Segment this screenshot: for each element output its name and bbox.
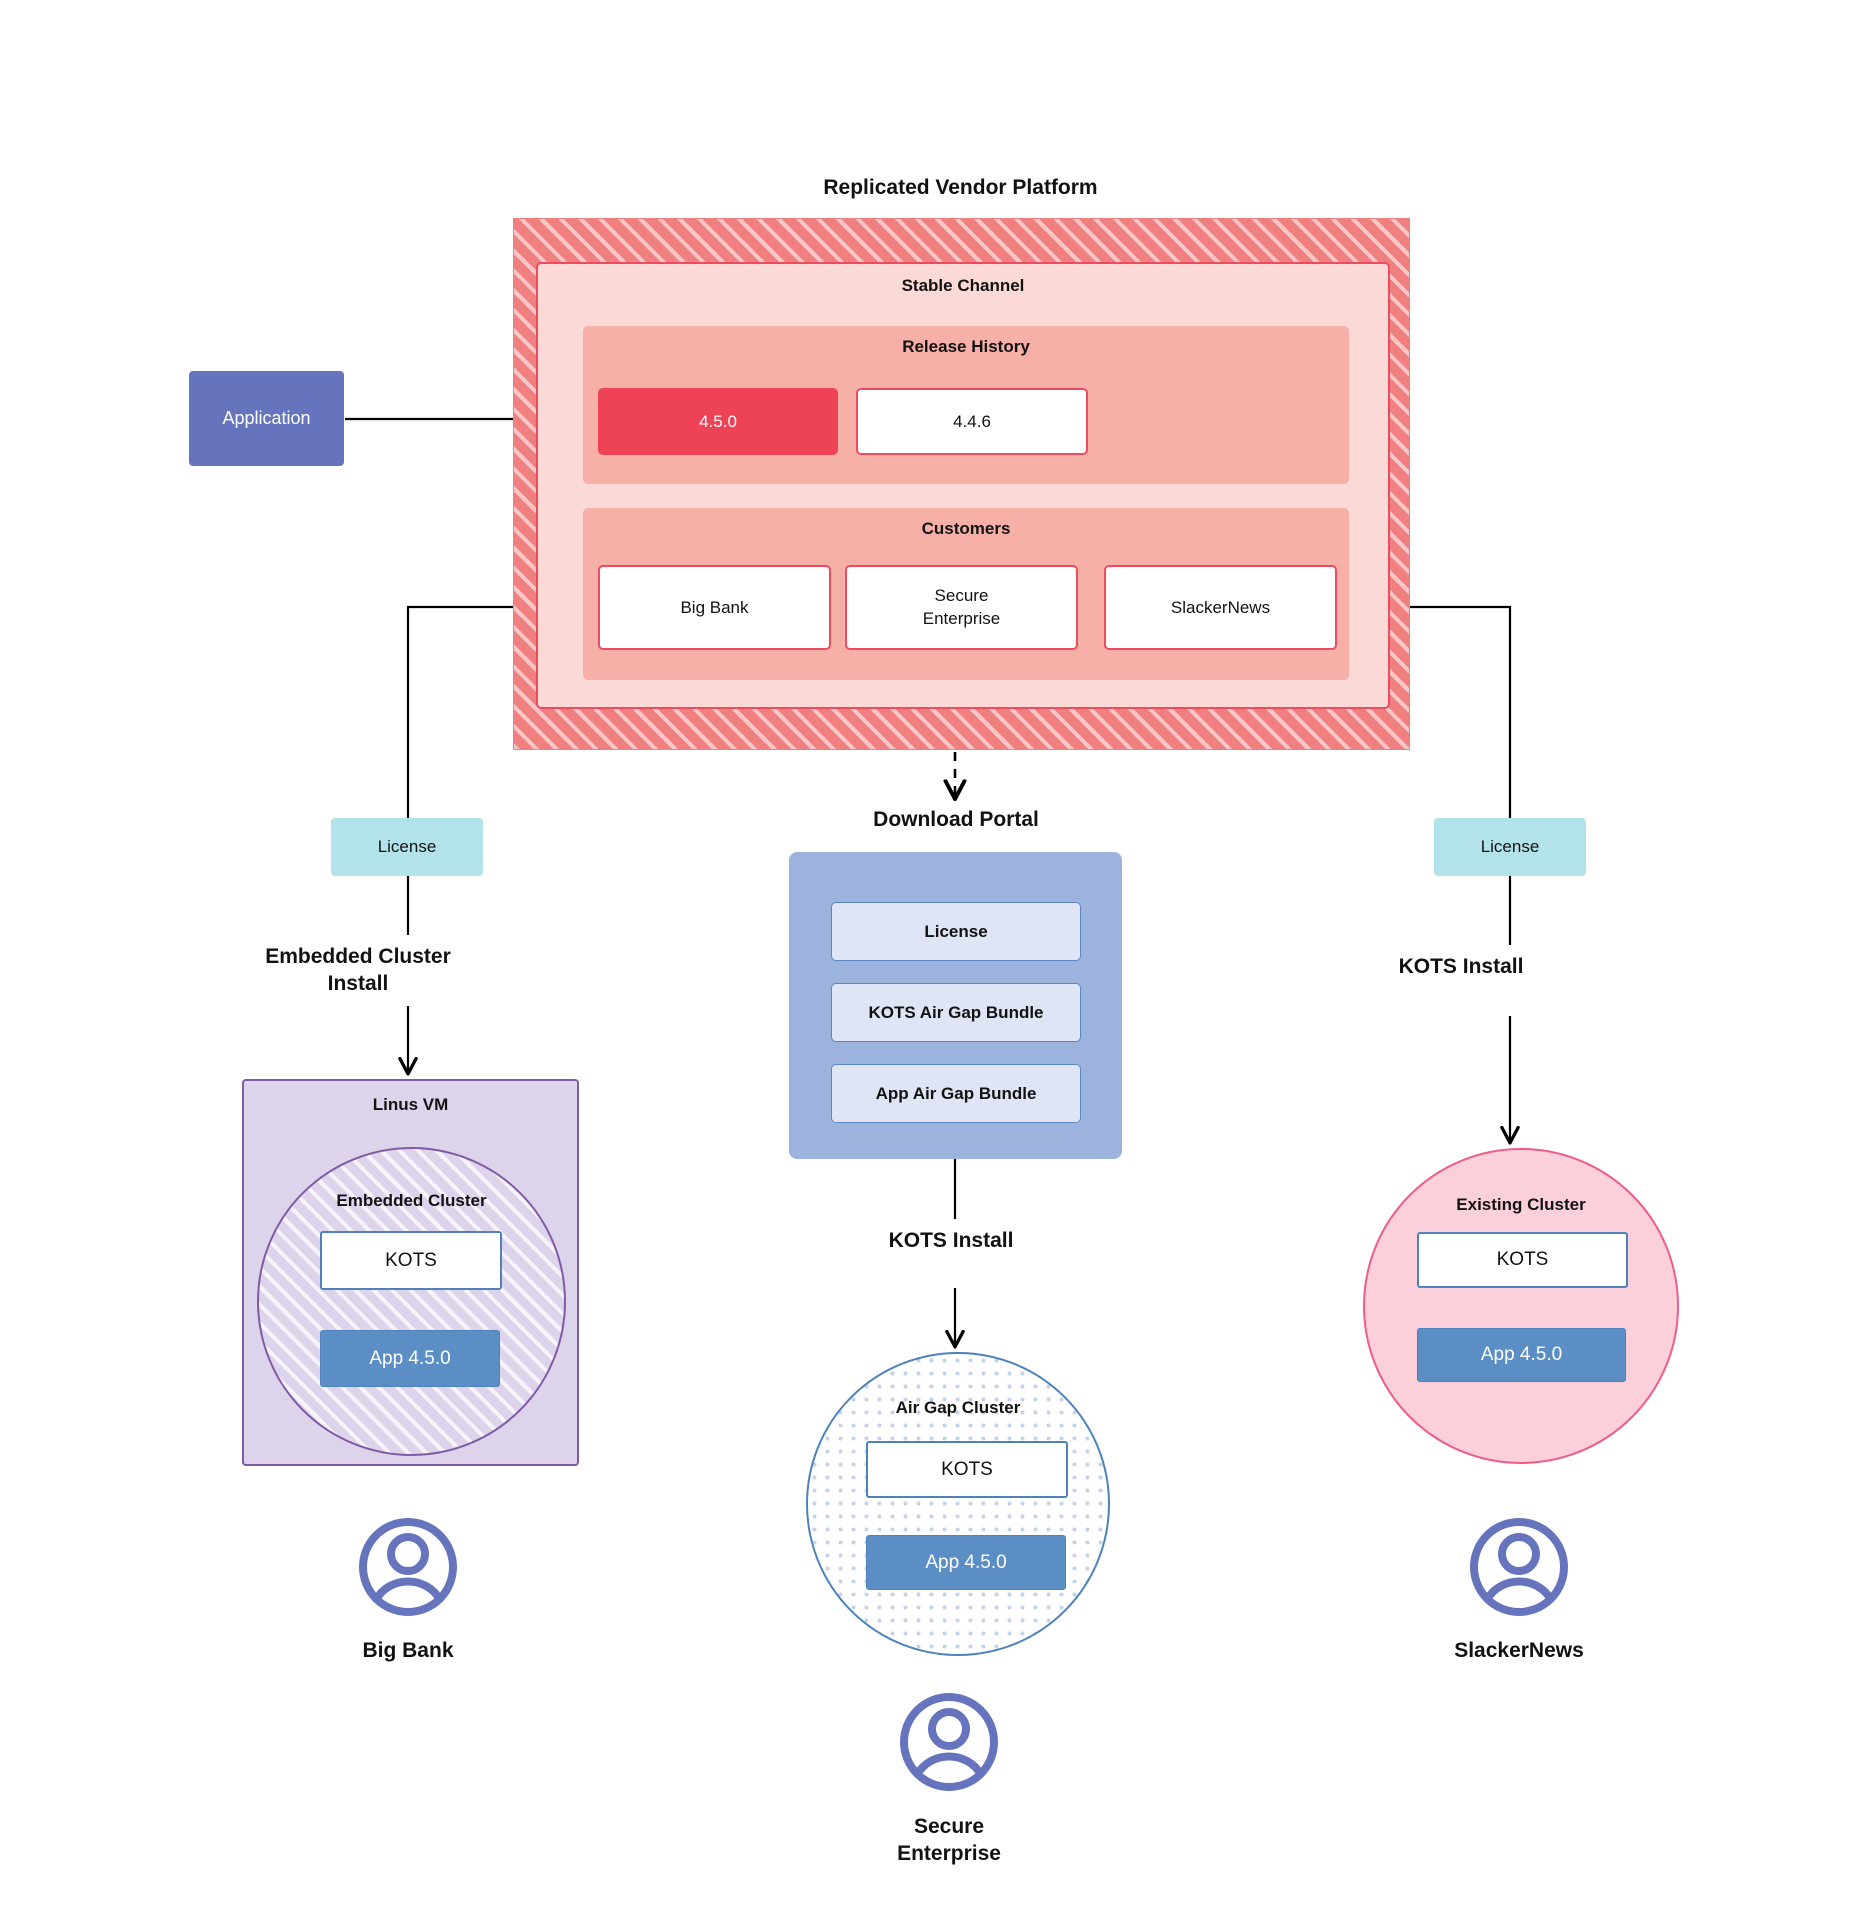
portal-item-label: App Air Gap Bundle xyxy=(875,1083,1037,1103)
application-node[interactable]: Application xyxy=(189,371,344,466)
license-chip-left[interactable]: License xyxy=(331,818,483,876)
app-box-existing[interactable]: App 4.5.0 xyxy=(1417,1328,1626,1382)
page-title: Replicated Vendor Platform xyxy=(823,176,1098,199)
person-label-slackernews: SlackerNews xyxy=(1454,1639,1584,1662)
portal-item-license[interactable]: License xyxy=(831,902,1081,961)
edge-label-kots-install-right: KOTS Install xyxy=(1398,955,1524,978)
existing-cluster-label: Existing Cluster xyxy=(1456,1195,1586,1214)
license-label: License xyxy=(1480,837,1540,856)
air-gap-cluster-circle: Air Gap Cluster xyxy=(806,1352,1110,1656)
user-avatar-icon xyxy=(359,1518,457,1616)
app-version-label: App 4.5.0 xyxy=(1480,1344,1563,1365)
edge-label-kots-install-middle: KOTS Install xyxy=(888,1229,1014,1252)
license-chip-right[interactable]: License xyxy=(1434,818,1586,876)
kots-label: KOTS xyxy=(1496,1249,1549,1270)
user-avatar-icon xyxy=(1470,1518,1568,1616)
portal-item-app-air-gap-bundle[interactable]: App Air Gap Bundle xyxy=(831,1064,1081,1123)
kots-label: KOTS xyxy=(385,1249,437,1271)
kots-box-embedded[interactable]: KOTS xyxy=(320,1231,502,1290)
customer-card-big-bank[interactable]: Big Bank xyxy=(598,565,831,650)
customer-card-slackernews[interactable]: SlackerNews xyxy=(1104,565,1337,650)
edge-label-embedded-cluster-install: Embedded Cluster Install xyxy=(265,945,451,995)
download-portal-title: Download Portal xyxy=(873,808,1039,831)
license-label: License xyxy=(377,837,437,856)
app-box-embedded[interactable]: App 4.5.0 xyxy=(320,1330,500,1387)
customers-label: Customers xyxy=(921,519,1011,538)
kots-box-existing[interactable]: KOTS xyxy=(1417,1232,1628,1288)
release-version-label: 4.5.0 xyxy=(699,411,737,431)
person-label-big-bank: Big Bank xyxy=(362,1639,454,1662)
user-avatar-icon xyxy=(900,1693,998,1791)
air-gap-cluster-label: Air Gap Cluster xyxy=(895,1398,1021,1417)
linux-vm-label: Linus VM xyxy=(372,1095,449,1114)
release-version-label: 4.4.6 xyxy=(953,411,991,431)
portal-item-label: KOTS Air Gap Bundle xyxy=(868,1002,1044,1022)
embedded-cluster-label: Embedded Cluster xyxy=(336,1191,487,1210)
customer-name-label: Big Bank xyxy=(680,597,749,617)
customer-name-label: SlackerNews xyxy=(1170,597,1271,617)
portal-item-label: License xyxy=(924,921,988,941)
existing-cluster-circle: Existing Cluster xyxy=(1363,1148,1679,1464)
application-label: Application xyxy=(222,408,311,428)
customer-card-secure-enterprise[interactable]: Secure Enterprise xyxy=(845,565,1078,650)
person-label-secure-enterprise: Secure Enterprise xyxy=(897,1815,1001,1865)
release-chip-previous[interactable]: 4.4.6 xyxy=(856,388,1088,455)
embedded-cluster-circle: Embedded Cluster xyxy=(257,1147,566,1456)
app-version-label: App 4.5.0 xyxy=(925,1551,1007,1573)
download-portal-container: License KOTS Air Gap Bundle App Air Gap … xyxy=(789,852,1122,1159)
kots-box-airgap[interactable]: KOTS xyxy=(866,1441,1068,1498)
release-history-label: Release History xyxy=(902,337,1030,356)
app-box-airgap[interactable]: App 4.5.0 xyxy=(866,1535,1066,1590)
app-version-label: App 4.5.0 xyxy=(369,1347,451,1369)
customer-name-label: Secure Enterprise xyxy=(922,585,1001,628)
stable-channel-label: Stable Channel xyxy=(901,276,1025,295)
portal-item-kots-air-gap-bundle[interactable]: KOTS Air Gap Bundle xyxy=(831,983,1081,1042)
kots-label: KOTS xyxy=(941,1458,993,1480)
release-chip-current[interactable]: 4.5.0 xyxy=(598,388,838,455)
